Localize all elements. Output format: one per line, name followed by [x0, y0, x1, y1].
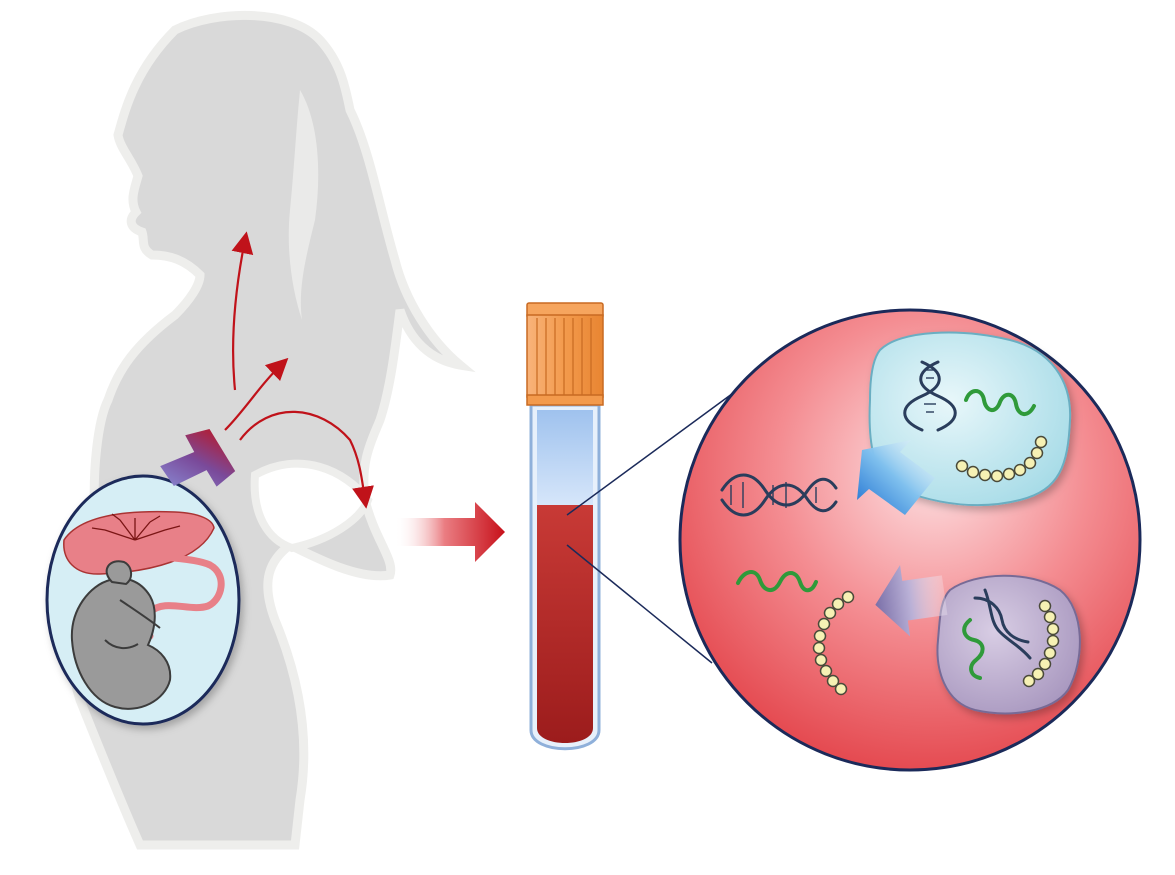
circulation-arrows	[224, 231, 374, 509]
maternal-cell-icon	[936, 574, 1081, 715]
blood-tube-icon	[526, 302, 604, 751]
dna-helix-icon	[720, 360, 1032, 660]
fetal-release-arrow	[857, 440, 935, 515]
maternal-release-arrow	[875, 565, 948, 637]
fetus-icon	[70, 560, 172, 710]
placenta-icon	[63, 510, 225, 640]
rna-strand-icon	[736, 389, 1036, 680]
protein-chain-icon	[812, 435, 1060, 696]
transfer-arrow-up	[160, 428, 236, 487]
zoom-lines	[566, 387, 741, 664]
draw-blood-arrow	[395, 502, 505, 562]
dna-rungs	[730, 369, 936, 508]
